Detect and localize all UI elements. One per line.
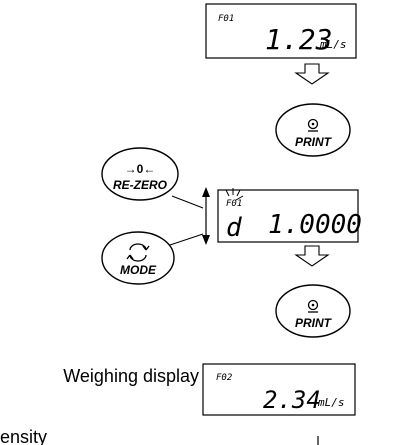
target-icon <box>307 118 319 132</box>
rezero-symbol: →0← <box>125 162 156 176</box>
mode-button-label: MODE <box>120 263 157 277</box>
print-button-2-outline[interactable] <box>275 284 351 338</box>
top-display-value: 1.23 <box>265 23 332 56</box>
print-button-1-outline[interactable] <box>275 103 351 157</box>
print-button-2-label: PRINT <box>295 316 333 330</box>
cycle-arrows-icon <box>126 243 150 262</box>
print-button-2[interactable]: PRINT <box>275 284 351 338</box>
middle-display: F01 d 1.0000 <box>217 188 362 243</box>
print-button-1[interactable]: PRINT <box>275 103 351 157</box>
middle-display-code: F01 <box>226 199 242 209</box>
mode-button[interactable]: MODE <box>101 231 175 285</box>
density-label: ensity <box>0 427 47 445</box>
blink-marks <box>225 188 244 201</box>
bottom-display: F02 2.34 mL/s <box>202 363 356 416</box>
top-display-frame <box>205 3 357 59</box>
bottom-display-code: F02 <box>216 373 232 383</box>
mode-button-outline[interactable] <box>101 231 175 285</box>
print-button-1-label: PRINT <box>295 135 333 149</box>
weighing-display-label: Weighing display <box>63 366 199 386</box>
up-down-arrow <box>202 187 210 245</box>
mode-connector <box>169 233 204 246</box>
bottom-display-unit: mL/s <box>317 396 345 409</box>
down-arrow-2 <box>294 245 330 267</box>
down-arrow-1 <box>294 63 330 85</box>
rezero-button[interactable]: →0← RE-ZERO <box>101 147 179 201</box>
rezero-button-outline[interactable] <box>101 147 179 201</box>
rezero-connector <box>171 195 204 209</box>
top-display-code: F01 <box>218 14 234 24</box>
top-display-unit: mL/s <box>319 38 347 51</box>
bottom-display-frame <box>202 363 356 416</box>
bottom-display-value: 2.34 <box>263 386 321 414</box>
rezero-button-label: RE-ZERO <box>113 178 168 192</box>
middle-display-prefix: d <box>226 213 242 243</box>
top-display: F01 1.23 mL/s <box>205 3 357 59</box>
middle-display-frame <box>217 189 359 243</box>
middle-display-value: 1.0000 <box>268 210 362 240</box>
target-icon <box>307 299 319 313</box>
